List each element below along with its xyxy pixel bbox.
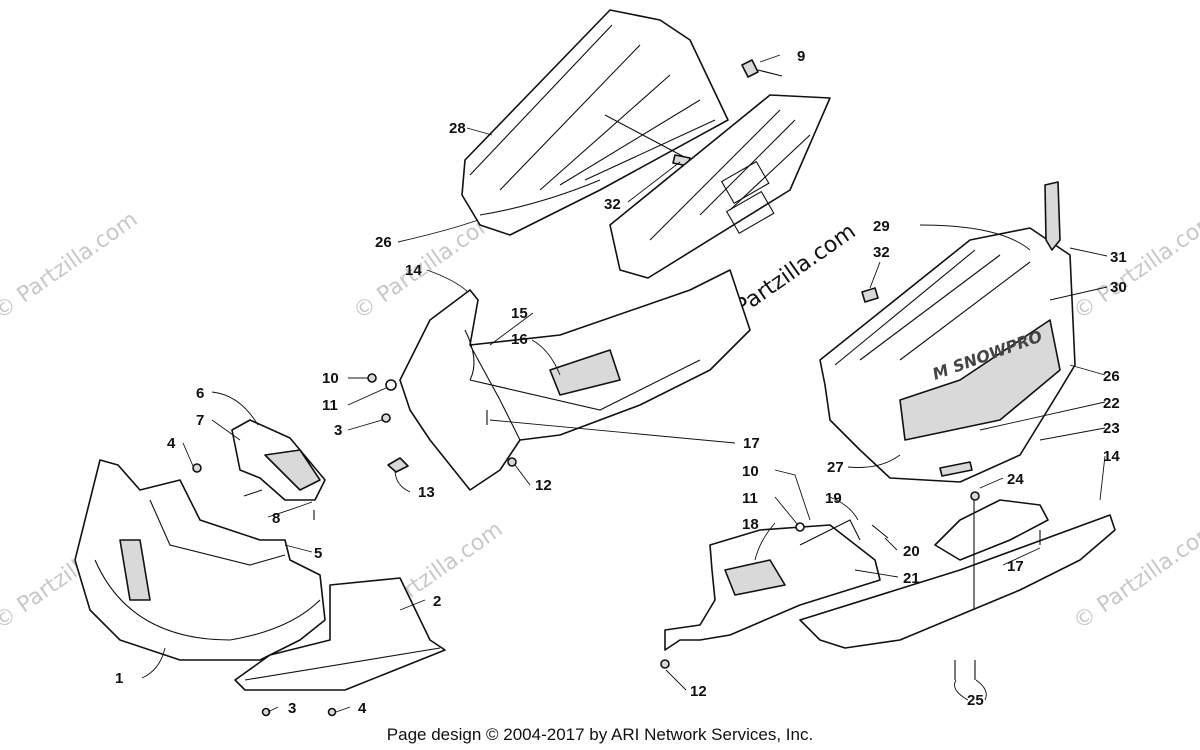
callout-11: 11 (322, 397, 338, 414)
callout-32: 32 (873, 244, 890, 261)
callout-14: 14 (1103, 448, 1120, 465)
callout-18: 18 (742, 516, 759, 533)
callout-17: 17 (743, 435, 760, 452)
callout-32: 32 (604, 196, 621, 213)
callout-24: 24 (1007, 471, 1024, 488)
callout-labels: 28 9 32 26 29 32 31 30 26 22 23 14 24 27… (115, 48, 1127, 717)
callout-3: 3 (288, 700, 296, 717)
callout-17: 17 (1007, 558, 1024, 575)
callout-23: 23 (1103, 420, 1120, 437)
callout-4: 4 (358, 700, 367, 717)
part-seat-pad (609, 94, 831, 279)
callout-12: 12 (535, 477, 552, 494)
callout-25: 25 (967, 692, 984, 709)
callout-31: 31 (1110, 249, 1127, 266)
callout-7: 7 (196, 412, 204, 429)
callout-9: 9 (797, 48, 805, 65)
part-small-shield (231, 419, 326, 520)
callout-27: 27 (827, 459, 844, 476)
callout-21: 21 (903, 570, 920, 587)
part-fastener-9 (741, 59, 783, 78)
callout-3: 3 (334, 422, 342, 439)
callout-30: 30 (1110, 279, 1127, 296)
part-belly-pan-left (234, 577, 446, 717)
watermark-text: © Partzilla.com (1069, 207, 1200, 325)
callout-28: 28 (449, 120, 466, 137)
callout-12: 12 (690, 683, 707, 700)
callout-26: 26 (375, 234, 392, 251)
callout-2: 2 (433, 593, 441, 610)
part-right-hood: M SNOWPRO (819, 181, 1076, 483)
callout-26: 26 (1103, 368, 1120, 385)
callout-8: 8 (272, 510, 280, 527)
callout-10: 10 (322, 370, 339, 387)
callout-4: 4 (167, 435, 176, 452)
callout-5: 5 (314, 545, 322, 562)
callout-15: 15 (511, 305, 528, 322)
callout-20: 20 (903, 543, 920, 560)
callout-29: 29 (873, 218, 890, 235)
callout-16: 16 (511, 331, 528, 348)
callout-11: 11 (742, 490, 758, 507)
callout-14: 14 (405, 262, 422, 279)
footer-credit: Page design © 2004-2017 by ARI Network S… (387, 725, 813, 744)
part-right-side-panel (664, 519, 889, 651)
callout-6: 6 (196, 385, 204, 402)
part-right-belly-pan (660, 491, 1116, 680)
watermark-text: © Partzilla.com (0, 207, 143, 325)
callout-13: 13 (418, 484, 435, 501)
part-center-shroud (399, 269, 751, 491)
callout-10: 10 (742, 463, 759, 480)
callout-19: 19 (825, 490, 842, 507)
callout-22: 22 (1103, 395, 1120, 412)
part-front-nosecone (74, 459, 326, 661)
leader-lines (141, 54, 1108, 713)
callout-1: 1 (115, 670, 123, 687)
